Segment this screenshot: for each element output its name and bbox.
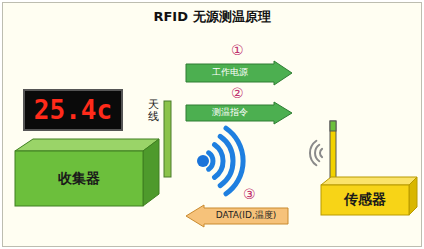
antenna-label: 天线 <box>148 99 159 123</box>
sensor-box: 传感器 <box>321 185 409 215</box>
box-front-face <box>321 185 409 215</box>
wifi-waves <box>209 128 243 194</box>
callout-number: ① <box>231 43 244 58</box>
node-text: 工作电源 <box>212 68 248 78</box>
arrow-outline <box>186 102 292 124</box>
power-arrow: 工作电源 <box>186 61 292 85</box>
digital-display: 25.4c <box>23 89 123 131</box>
data-arrow: DATA(ID,温度) <box>186 205 288 227</box>
sensor-waves <box>310 141 322 166</box>
box-top-face <box>321 177 417 185</box>
sensor-antenna <box>330 121 336 179</box>
collector-box: 收集器 <box>15 151 143 206</box>
node-text: 收集器 <box>58 171 100 186</box>
callout-number: ② <box>231 86 244 101</box>
diagram-title: RFID 无源测温原理 <box>3 8 421 26</box>
arrow-outline <box>186 61 292 85</box>
callout-number: ③ <box>243 187 256 202</box>
arrow-outline <box>186 205 288 227</box>
diagram-frame: RFID 无源测温原理 25.4c 工作电源测温指令收集器 DATA(ID,温度) 传感… <box>2 2 422 247</box>
antenna-bar <box>164 101 171 177</box>
node-text: 传感器 <box>344 192 386 207</box>
box-side-face <box>409 177 417 215</box>
node-text: DATA(ID,温度) <box>216 211 277 221</box>
wifi-dot <box>197 155 209 167</box>
box-front-face <box>15 151 143 206</box>
box-top-face <box>15 139 159 151</box>
box-side-face <box>143 139 159 206</box>
command-arrow: 测温指令 <box>186 102 292 124</box>
antenna-tip <box>330 121 336 131</box>
node-text: 25.4c <box>34 96 112 125</box>
node-text: 测温指令 <box>212 108 248 118</box>
